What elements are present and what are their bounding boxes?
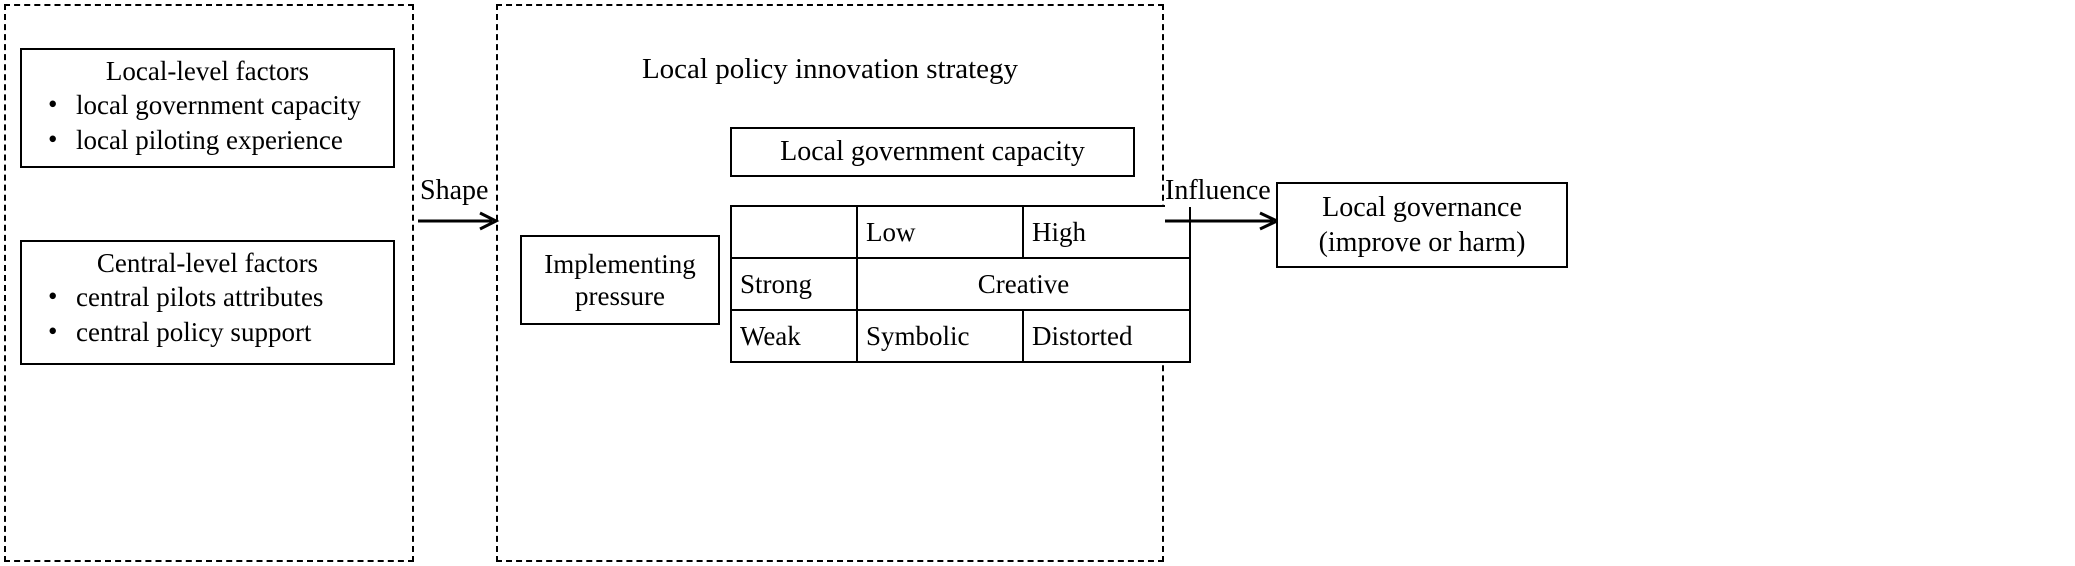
shape-arrow-group: Shape <box>418 175 508 245</box>
matrix-row-header-strong: Strong <box>730 257 858 311</box>
shape-arrow-label: Shape <box>420 175 489 207</box>
table-row: Strong Creative <box>730 257 1191 311</box>
local-government-capacity-label: Local government capacity <box>780 136 1085 167</box>
local-level-factors-box: Local-level factors • local government c… <box>20 48 395 168</box>
bullet-icon: • <box>48 281 58 311</box>
central-level-factors-list: • central pilots attributes • central po… <box>22 280 393 350</box>
local-governance-box: Local governance (improve or harm) <box>1276 182 1568 268</box>
implementing-pressure-box: Implementing pressure <box>520 235 720 325</box>
matrix-column-header-high: High <box>1022 205 1191 259</box>
central-level-factors-box: Central-level factors • central pilots a… <box>20 240 395 365</box>
local-level-factors-list: • local government capacity • local pilo… <box>22 88 393 158</box>
list-item-label: central policy support <box>76 317 312 347</box>
local-government-capacity-header-box: Local government capacity <box>730 127 1135 177</box>
influence-arrow-group: Influence <box>1165 175 1285 245</box>
central-level-factors-title: Central-level factors <box>96 248 319 278</box>
list-item-label: local government capacity <box>76 90 361 120</box>
influence-arrow-label: Influence <box>1165 175 1271 207</box>
matrix-corner-cell <box>730 205 858 259</box>
matrix-cell-creative: Creative <box>856 257 1191 311</box>
table-row: Weak Symbolic Distorted <box>730 309 1191 363</box>
matrix-cell-distorted: Distorted <box>1022 309 1191 363</box>
list-item: • central pilots attributes <box>34 280 393 315</box>
local-level-factors-title: Local-level factors <box>105 56 310 86</box>
list-item-label: local piloting experience <box>76 125 343 155</box>
bullet-icon: • <box>48 124 58 154</box>
bullet-icon: • <box>48 89 58 119</box>
implementing-pressure-line2: pressure <box>575 281 665 311</box>
list-item: • local government capacity <box>34 88 393 123</box>
matrix-column-header-low: Low <box>856 205 1024 259</box>
strategy-matrix-table: Low High Strong Creative Weak Symbolic D… <box>730 205 1191 363</box>
arrow-right-icon <box>1165 211 1281 231</box>
bullet-icon: • <box>48 316 58 346</box>
list-item: • local piloting experience <box>34 123 393 158</box>
implementing-pressure-line1: Implementing <box>544 249 696 279</box>
list-item: • central policy support <box>34 315 393 350</box>
matrix-row-header-weak: Weak <box>730 309 858 363</box>
list-item-label: central pilots attributes <box>76 282 324 312</box>
table-row: Low High <box>730 205 1191 259</box>
strategy-panel-title: Local policy innovation strategy <box>641 53 1019 85</box>
local-governance-line2: (improve or harm) <box>1318 227 1526 258</box>
local-governance-line1: Local governance <box>1322 192 1522 223</box>
arrow-right-icon <box>418 211 500 231</box>
antecedent-factors-panel <box>4 4 414 562</box>
matrix-cell-symbolic: Symbolic <box>856 309 1024 363</box>
